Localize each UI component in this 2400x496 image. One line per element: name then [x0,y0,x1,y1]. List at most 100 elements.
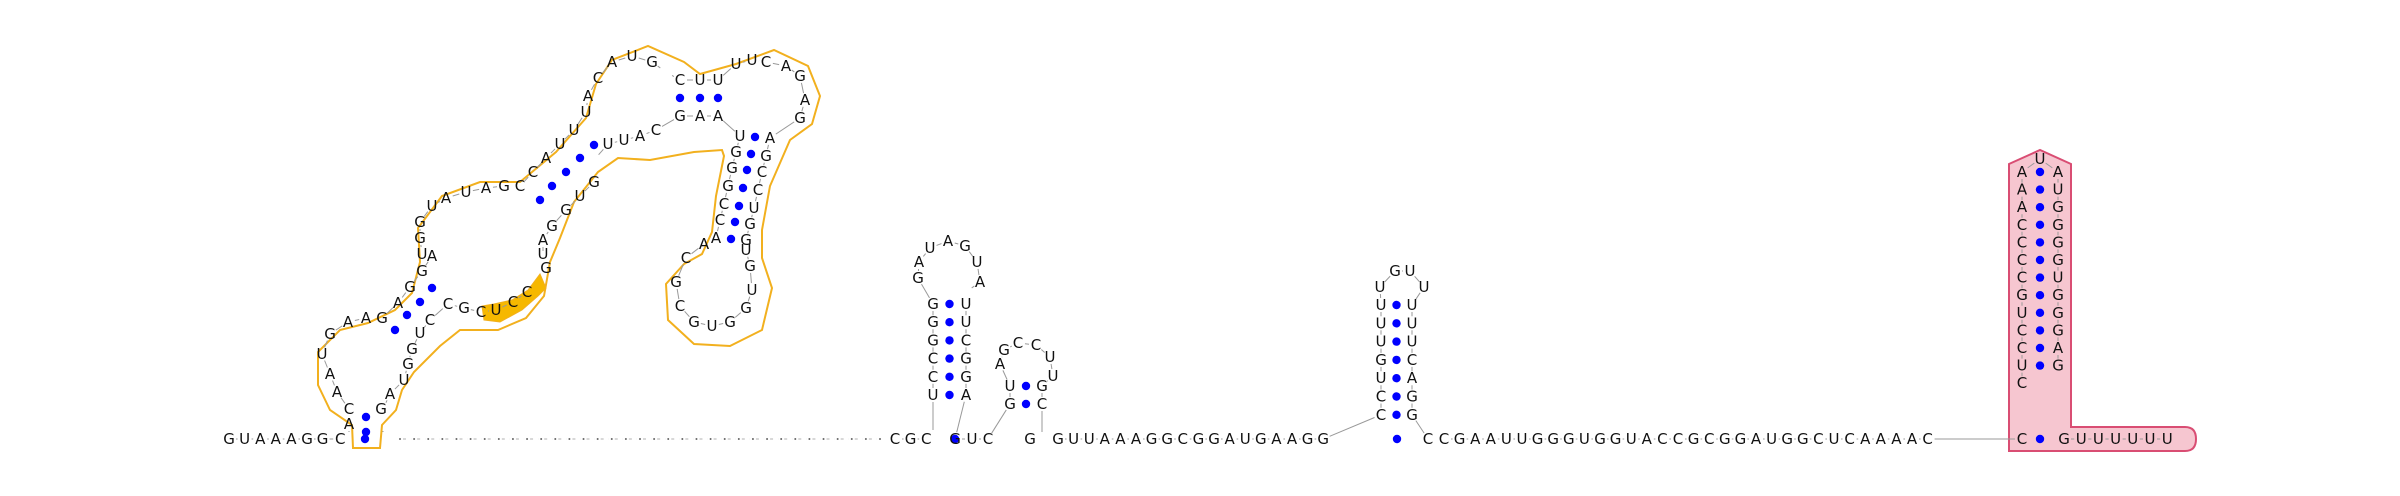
nucleotide: U [695,71,706,89]
nucleotide: A [271,430,282,448]
nucleotide: G [2052,321,2064,339]
nucleotide: A [1860,430,1871,448]
gap-dot [766,438,768,440]
nucleotide: G [317,430,329,448]
nucleotide: U [1405,262,1416,280]
nucleotide: G [927,331,939,349]
gap-dot [879,438,881,440]
nucleotide: U [1626,430,1637,448]
nucleotide: C [681,249,691,267]
nucleotide: A [2017,198,2028,216]
backbone-segment [658,66,661,68]
nucleotide: U [1240,430,1251,448]
nucleotide: G [2016,286,2028,304]
nucleotide: C [1439,430,1449,448]
nucleotide: C [921,430,931,448]
nucleotide: U [1068,430,1079,448]
base-pair-dot [739,184,747,192]
nucleotide: G [960,368,972,386]
nucleotide: A [1407,369,1418,387]
nucleotide: C [753,181,763,199]
base-pair-dot [2036,326,2044,334]
nucleotide: U [619,131,630,149]
nucleotide: G [740,299,752,317]
nucleotide: C [476,303,486,321]
nucleotide: U [1376,296,1387,314]
nucleotide: C [528,163,538,181]
nucleotide: U [569,121,580,139]
nucleotide: A [286,430,297,448]
nucleotide: U [2093,430,2104,448]
nucleotide: G [1797,430,1809,448]
base-pair-dot [1392,337,1400,345]
nucleotide: G [2052,233,2064,251]
nucleotide: A [1470,430,1481,448]
nucleotide: C [1376,388,1386,406]
nucleotide: C [2017,269,2027,287]
nucleotide: U [925,239,936,257]
backbone-segment [1010,346,1011,347]
nucleotide: G [1781,430,1793,448]
nucleotide: A [1271,430,1282,448]
nucleotide: G [2052,216,2064,234]
nucleotide: A [1486,430,1497,448]
gap-dot [399,438,401,440]
base-pair-dot [2036,185,2044,193]
base-pair-dot [1022,400,1030,408]
nucleotide: U [2053,181,2064,199]
nucleotide: G [959,237,971,255]
nucleotide: G [646,53,658,71]
nucleotide: A [344,415,355,433]
nucleotide: G [1036,377,1048,395]
nucleotide: A [975,273,986,291]
backbone-segment [773,63,779,64]
nucleotide: U [713,71,724,89]
nucleotide: G [1688,430,1700,448]
nucleotide: U [575,187,586,205]
nucleotide: C [425,311,435,329]
base-pair-dot [1392,392,1400,400]
nucleotide: G [324,325,336,343]
gap-dot [780,438,782,440]
nucleotide: C [1031,336,1041,354]
gap-dot [455,438,457,440]
nucleotide: C [1657,430,1667,448]
base-pair-dot [1393,435,1401,443]
base-pair-dot [2036,435,2044,443]
nucleotide: U [2162,430,2173,448]
nucleotide: C [443,295,453,313]
nucleotide: A [1131,430,1142,448]
nucleotide: U [961,313,972,331]
base-pair-dot [2036,238,2044,246]
nucleotide: U [707,317,718,335]
gap-dot [865,438,867,440]
nucleotide: C [675,71,685,89]
nucleotide: U [972,253,983,271]
nucleotide: A [1751,430,1762,448]
highlight-box-pink [2009,150,2196,451]
nucleotide: C [757,163,767,181]
nucleotide: G [546,217,558,235]
nucleotide: A [2053,163,2064,181]
nucleotide: G [726,159,738,177]
nucleotide: G [905,430,917,448]
nucleotide: G [2052,357,2064,375]
base-pair-dot [676,94,684,102]
base-pair-dot [945,300,953,308]
base-pair-dot [1392,301,1400,309]
nucleotide: U [239,430,250,448]
base-pair-dot [731,218,739,226]
gap-dot [752,438,754,440]
nucleotide: U [555,135,566,153]
backbone-segment [957,402,965,432]
nucleotide: G [960,350,972,368]
nucleotide: C [1407,351,1417,369]
nucleotide: C [2017,339,2027,357]
nucleotide: U [961,295,972,313]
nucleotide: U [417,245,428,263]
backbone-segment [955,243,959,244]
nucleotide: C [1844,430,1854,448]
nucleotide: U [1407,314,1418,332]
nucleotide: U [747,281,758,299]
base-pair-dot [1392,319,1400,327]
